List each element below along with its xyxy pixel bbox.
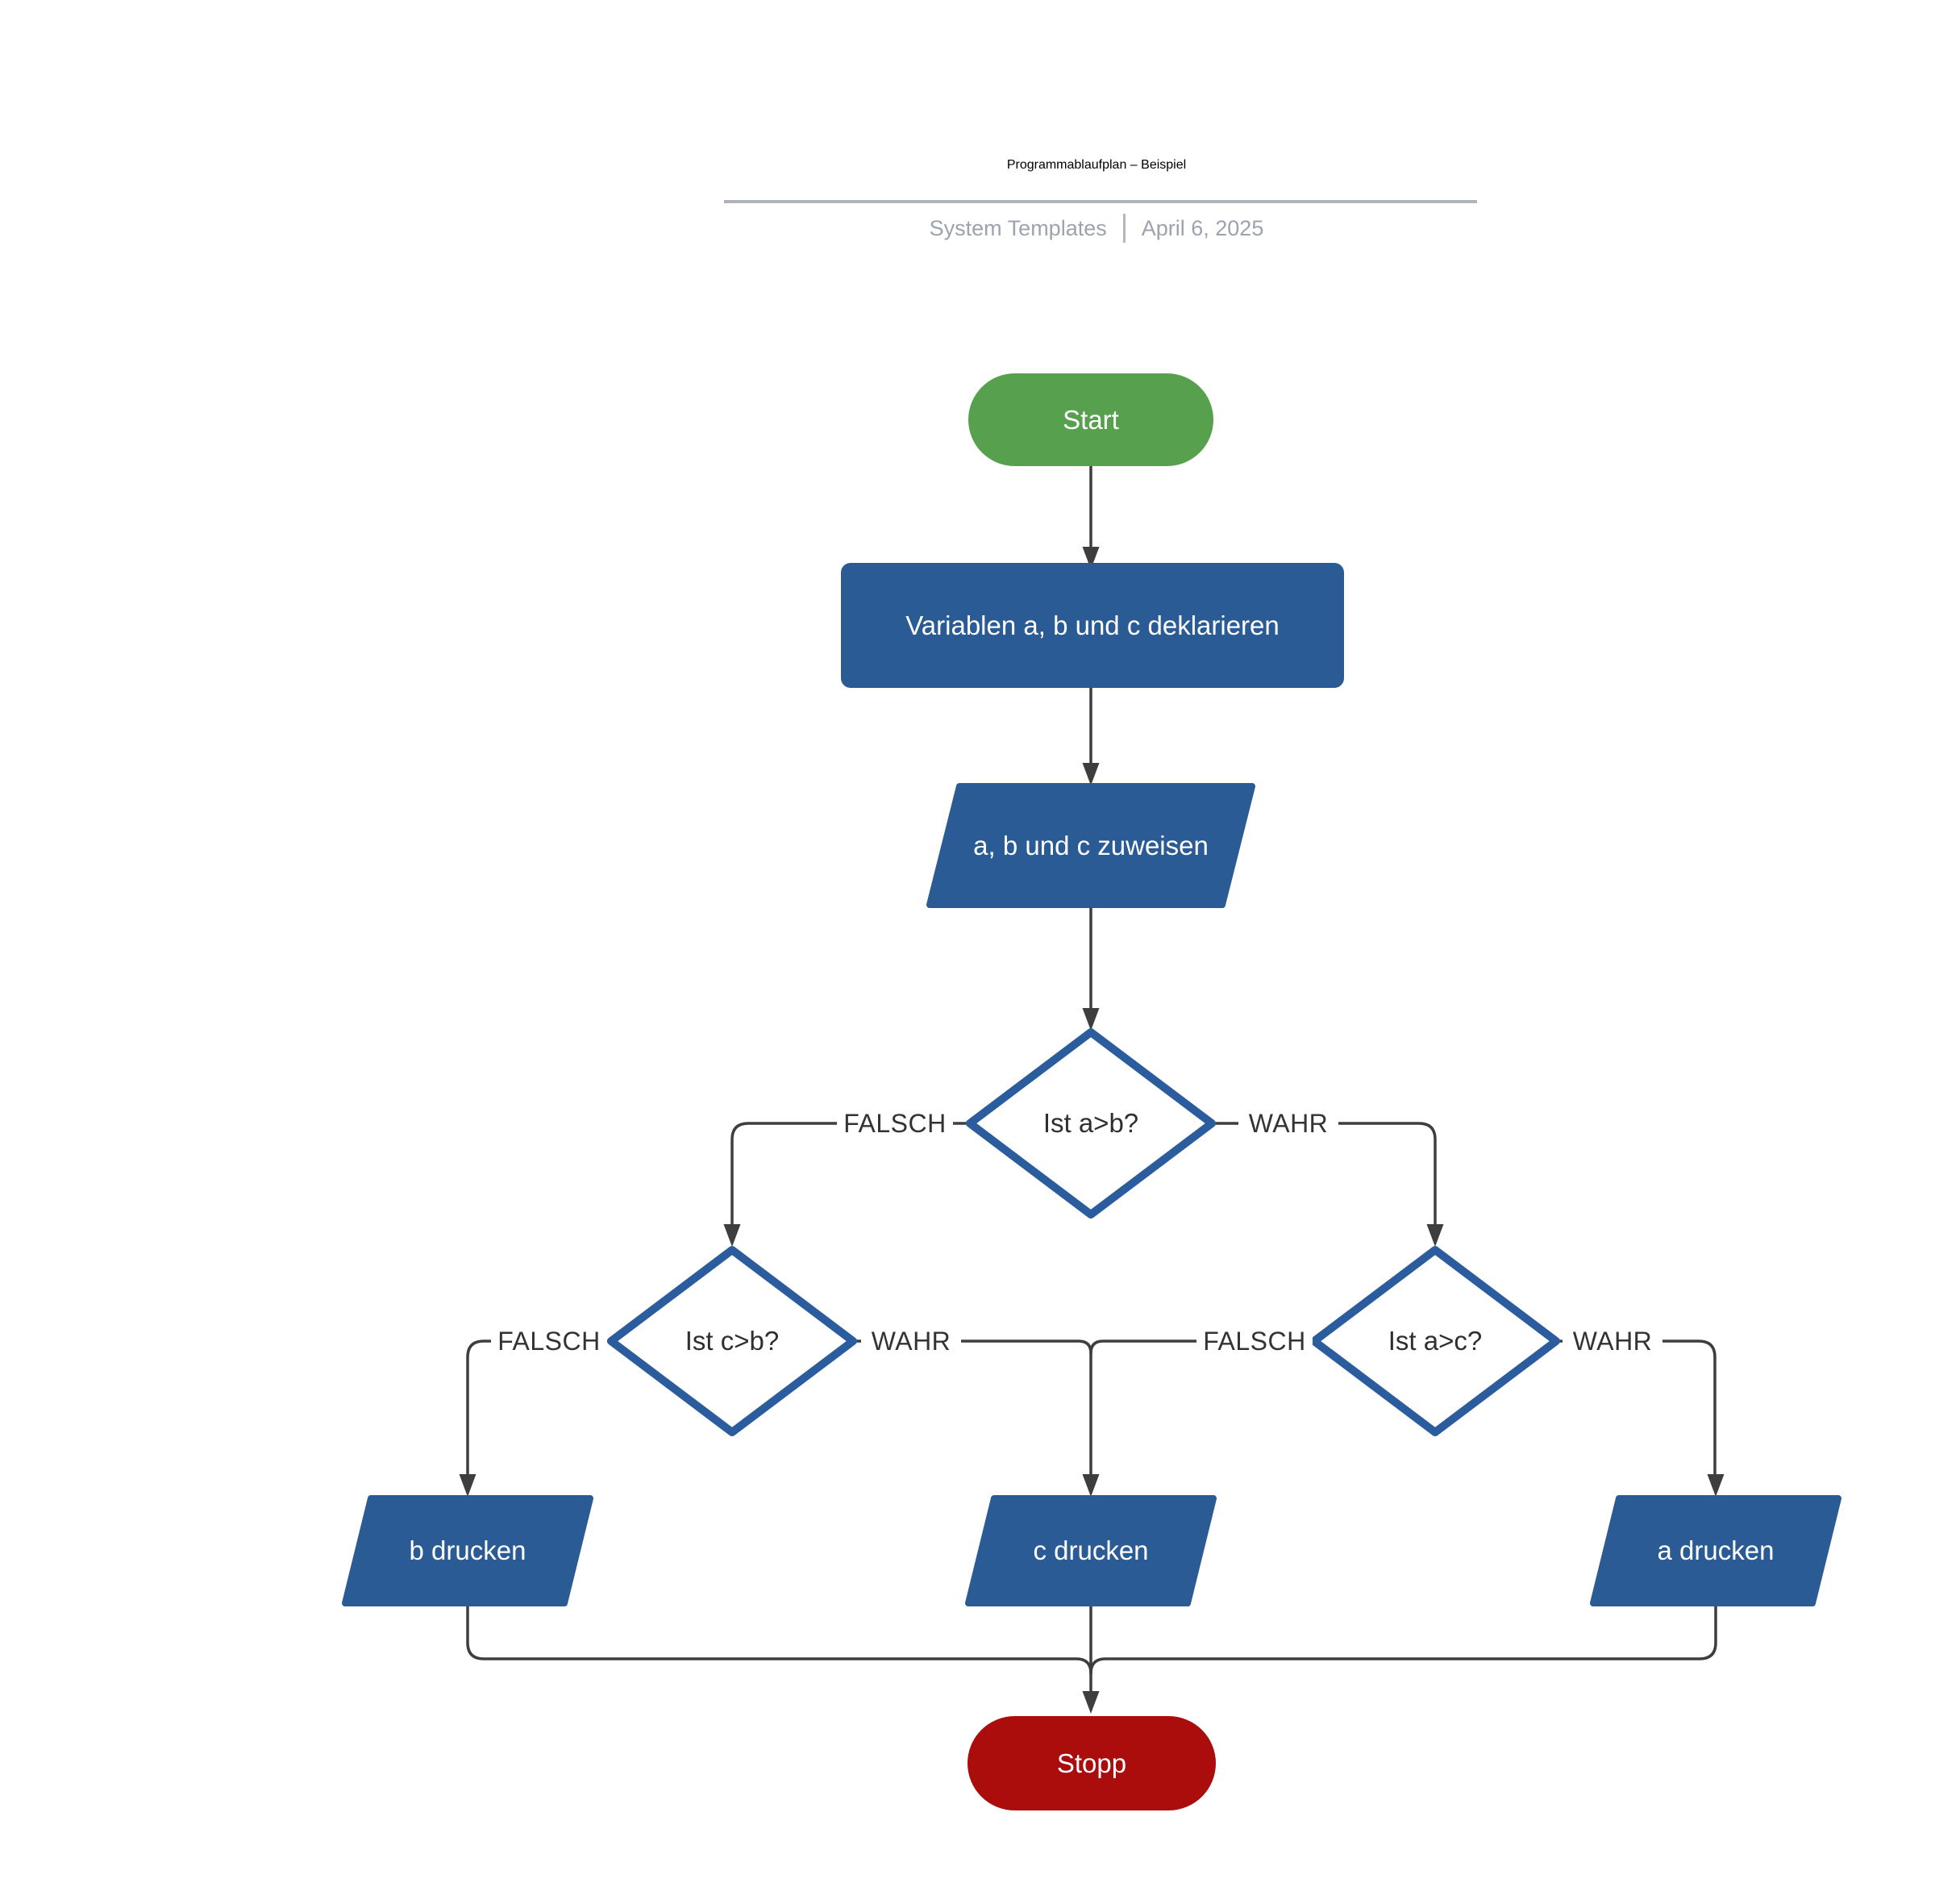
subtitle-source: System Templates (929, 215, 1107, 240)
declare-node-shape[interactable] (841, 563, 1344, 688)
print-c-node-shape[interactable] (965, 1495, 1217, 1606)
start-node-shape[interactable] (968, 373, 1213, 466)
assign-node-shape[interactable] (926, 783, 1255, 908)
edge-d2-false (466, 1339, 613, 1476)
arrowhead (1082, 1691, 1100, 1714)
edge-d2-true (851, 1339, 1092, 1476)
arrowhead (1082, 763, 1100, 785)
edge-label-d1-true: WAHR (1238, 1106, 1338, 1140)
subtitle-date: April 6, 2025 (1141, 215, 1264, 240)
assign-node-label[interactable]: a, b und c zuweisen (973, 830, 1209, 860)
edge-printa-stop (1089, 1602, 1717, 1675)
edge-d3-false (1089, 1339, 1316, 1355)
edge-d1-true (1210, 1122, 1437, 1226)
decision3-node-label[interactable]: Ist a>c? (1388, 1326, 1483, 1356)
start-node-label[interactable]: Start (1063, 404, 1119, 435)
decision1-node-label[interactable]: Ist a>b? (1042, 1108, 1139, 1138)
edge-label-d1-false: FALSCH (837, 1106, 953, 1140)
arrowhead (723, 1224, 741, 1247)
arrowhead (1082, 1008, 1100, 1031)
decision1-node-shape[interactable] (966, 1028, 1216, 1219)
arrowhead (1082, 547, 1100, 569)
decision2-node-shape[interactable] (607, 1246, 857, 1436)
edge-label-d2-false: FALSCH (491, 1324, 607, 1358)
print-b-node-shape[interactable] (342, 1495, 593, 1606)
print-a-node-shape[interactable] (1590, 1495, 1841, 1606)
title-underline (724, 200, 1477, 203)
stop-node-label[interactable]: Stopp (1056, 1748, 1127, 1778)
declare-node-label[interactable]: Variablen a, b und c deklarieren (905, 610, 1280, 640)
edge-printb-stop (466, 1602, 1092, 1675)
arrowhead (1426, 1224, 1444, 1247)
subtitle-separator (1122, 214, 1126, 243)
decision3-node-shape[interactable] (1310, 1246, 1560, 1436)
print-c-node-label[interactable]: c drucken (1033, 1535, 1149, 1565)
page-title-text: Programmablaufplan – Beispiel (1006, 158, 1187, 172)
edge-d3-true (1554, 1339, 1717, 1476)
edge-label-d3-false: FALSCH (1196, 1324, 1313, 1358)
print-a-node-label[interactable]: a drucken (1657, 1535, 1775, 1565)
stop-node-shape[interactable] (968, 1716, 1216, 1810)
decision2-node-label[interactable]: Ist c>b? (685, 1326, 780, 1356)
arrowhead (459, 1474, 476, 1497)
page-title: Programmablaufplan – Beispiel (0, 158, 1935, 173)
edge-label-d3-true: WAHR (1563, 1324, 1662, 1358)
subtitle: System Templates April 6, 2025 (693, 211, 1500, 245)
edge-label-d2-true: WAHR (861, 1324, 961, 1358)
arrowhead (1707, 1474, 1725, 1497)
print-b-node-label[interactable]: b drucken (409, 1535, 526, 1565)
edge-d1-false (730, 1122, 972, 1226)
arrowhead (1082, 1474, 1100, 1497)
